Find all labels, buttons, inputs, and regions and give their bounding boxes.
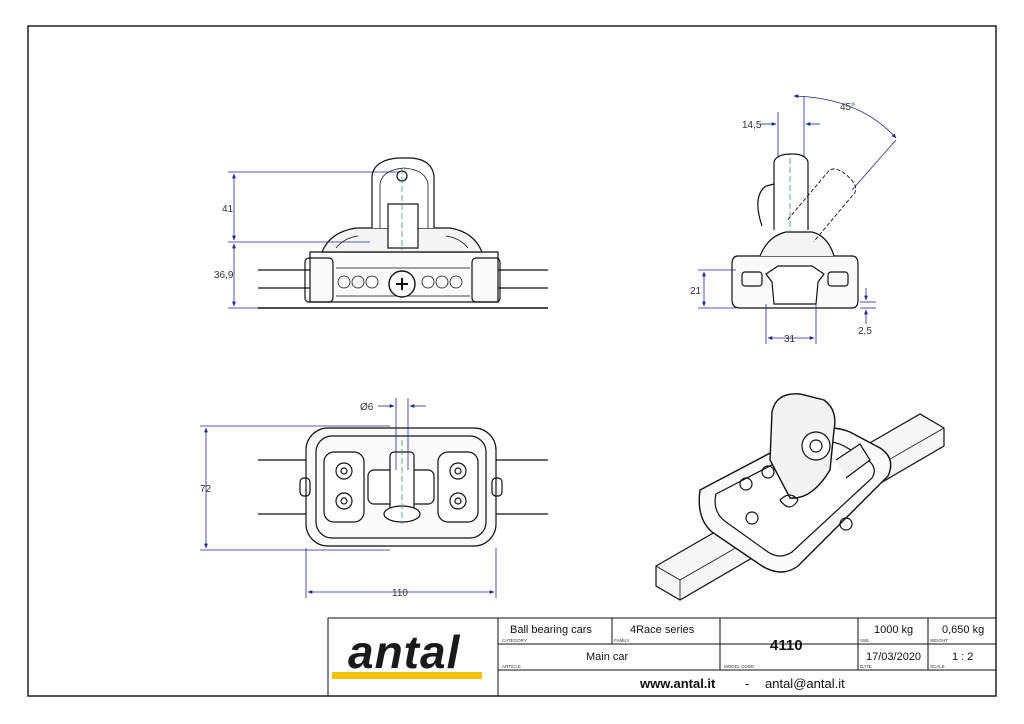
dim-side-height: 21 xyxy=(690,286,702,297)
dim-side-rail: 31 xyxy=(784,334,796,345)
dim-top-length: 110 xyxy=(392,588,408,599)
weight-label: WEIGHT xyxy=(930,638,948,643)
website-link[interactable]: www.antal.it xyxy=(639,676,716,691)
email-link[interactable]: antal@antal.it xyxy=(765,676,845,691)
family-label: FAMILY xyxy=(614,638,630,643)
dim-side-offset: 2,5 xyxy=(858,326,872,337)
swl-value: 1000 kg xyxy=(874,624,913,636)
contact-separator: - xyxy=(745,676,749,691)
top-view-dimensions xyxy=(200,398,497,598)
date-label: DATE xyxy=(860,664,872,669)
article-label: ARTICLE xyxy=(502,664,521,669)
category-label: CATEGORY xyxy=(502,638,527,643)
title-block xyxy=(327,617,997,697)
drawing-frame xyxy=(27,25,997,697)
isometric-view xyxy=(655,393,945,601)
scale-label: SCALE xyxy=(930,664,945,669)
model-code-label: MODEL CODE xyxy=(724,664,754,669)
front-view-dimensions xyxy=(228,171,400,309)
dim-top-hole: Ø6 xyxy=(360,402,374,413)
family-value: 4Race series xyxy=(630,624,695,636)
date-value: 17/03/2020 xyxy=(866,651,921,663)
model-code-value: 4110 xyxy=(770,637,803,654)
dim-top-height: 72 xyxy=(200,484,212,495)
logo-accent-bar xyxy=(332,672,482,679)
category-value: Ball bearing cars xyxy=(510,624,592,636)
weight-value: 0,650 kg xyxy=(942,624,984,636)
scale-value: 1 : 2 xyxy=(952,651,973,663)
dim-side-width-top: 14,5 xyxy=(742,120,762,131)
front-view xyxy=(258,157,548,309)
dim-front-base: 36,9 xyxy=(214,270,234,281)
dim-side-angle: 45° xyxy=(840,102,855,113)
side-view xyxy=(731,153,859,309)
swl-label: SWL xyxy=(860,638,870,643)
antal-logo: antal xyxy=(348,626,461,678)
top-view xyxy=(258,427,548,547)
side-view-dimensions xyxy=(698,94,897,344)
dim-front-height: 41 xyxy=(222,204,234,215)
article-value: Main car xyxy=(586,651,629,663)
